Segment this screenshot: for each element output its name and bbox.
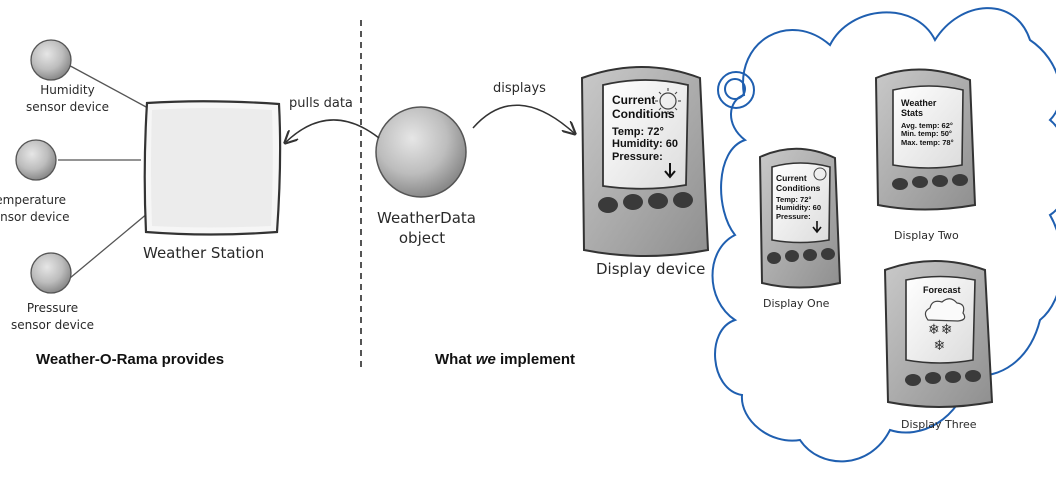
cloud-icon (924, 298, 966, 322)
sensor-connectors (58, 61, 149, 279)
main-device-screen-text: Current Conditions Temp: 72° Humidity: 6… (612, 93, 679, 163)
display-one-label: Display One (763, 297, 830, 310)
pressure-sensor-ball (30, 252, 72, 294)
display-two-device (874, 68, 977, 211)
humidity-sensor-ball (30, 39, 72, 81)
display-one-device (758, 147, 842, 289)
displays-cloud (711, 7, 1056, 463)
temperature-sensor-label: Temperature sensor device (0, 193, 70, 224)
display-one-screen-text: Current Conditions Temp: 72° Humidity: 6… (776, 173, 822, 221)
pulls-data-label: pulls data (289, 96, 353, 111)
left-section-caption: Weather-O-Rama provides (36, 351, 225, 368)
displays-arrow (472, 104, 574, 133)
display-two-screen-text: Weather Stats Avg. temp: 62° Min. temp: … (901, 98, 954, 147)
weather-station-label: Weather Station (143, 244, 265, 262)
main-display-device (580, 66, 710, 257)
display-device-label: Display device (596, 260, 706, 278)
display-two-label: Display Two (894, 229, 959, 242)
display-three-screen-text: Forecast (923, 285, 961, 295)
weatherdata-object-ball (375, 106, 467, 198)
displays-label: displays (493, 81, 546, 96)
pressure-sensor-label: Pressure sensor device (11, 301, 94, 332)
right-section-caption: What we implement (435, 351, 576, 368)
temperature-sensor-ball (15, 139, 57, 181)
humidity-sensor-label: Humidity sensor device (26, 83, 109, 114)
pulls-data-arrow (286, 119, 380, 142)
display-three-device (883, 260, 994, 408)
snowflake-icons: ❄❄ ❄ (928, 322, 954, 354)
display-three-label: Display Three (901, 418, 977, 431)
weatherdata-label: WeatherData object (377, 209, 476, 247)
